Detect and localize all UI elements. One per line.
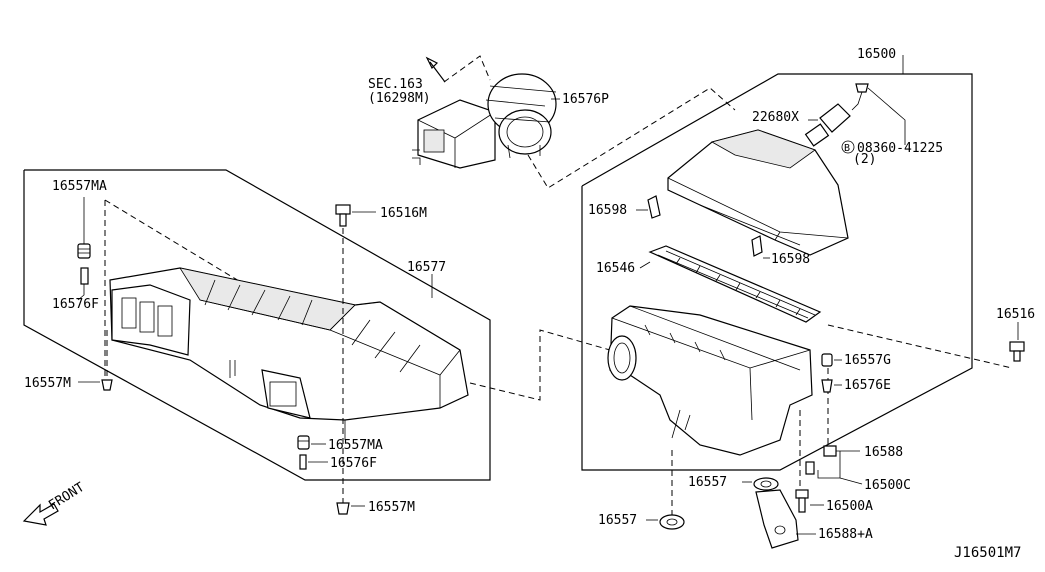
label-16598-a: 16598 (588, 203, 627, 218)
label-bolt-mark: B (844, 143, 850, 154)
label-16557-a: 16557 (688, 475, 727, 490)
label-16516M: 16516M (380, 206, 427, 221)
label-16577: 16577 (407, 260, 446, 275)
bolt-marker-icon (841, 140, 855, 154)
label-16500C: 16500C (864, 478, 911, 493)
label-22680X: 22680X (752, 110, 799, 125)
label-08360-41225: 08360-41225 (857, 141, 943, 156)
hardware-right (646, 322, 1025, 549)
label-16516: 16516 (996, 307, 1035, 322)
label-16557M-b: 16557M (368, 500, 415, 515)
label-16588A: 16588+A (818, 527, 873, 542)
hardware-left (77, 197, 433, 515)
label-16557G: 16557G (844, 353, 891, 368)
label-16598-b: 16598 (771, 252, 810, 267)
duct-assembly-16577 (23, 169, 611, 481)
label-16576F-a: 16576F (52, 297, 99, 312)
label-16576P: 16576P (562, 92, 609, 107)
front-arrow-icon (22, 503, 59, 526)
label-16546: 16546 (596, 261, 635, 276)
label-16557MA-a: 16557MA (52, 179, 107, 194)
diagram-id: J16501M7 (954, 545, 1021, 561)
label-sec-ref-sub: (16298M) (368, 91, 431, 106)
label-front: FRONT (46, 480, 87, 514)
label-08360-qty: (2) (853, 152, 876, 167)
airflow-meter-16576P (412, 55, 736, 189)
air-cleaner-16500 (581, 55, 1013, 515)
label-16557M-a: 16557M (24, 376, 71, 391)
label-sec-ref: SEC.163 (368, 77, 423, 92)
label-16557MA-b: 16557MA (328, 438, 383, 453)
label-16500A: 16500A (826, 499, 873, 514)
label-16500: 16500 (857, 47, 896, 62)
label-16576E: 16576E (844, 378, 891, 393)
label-16588: 16588 (864, 445, 903, 460)
label-16576F-b: 16576F (330, 456, 377, 471)
label-16557-b: 16557 (598, 513, 637, 528)
